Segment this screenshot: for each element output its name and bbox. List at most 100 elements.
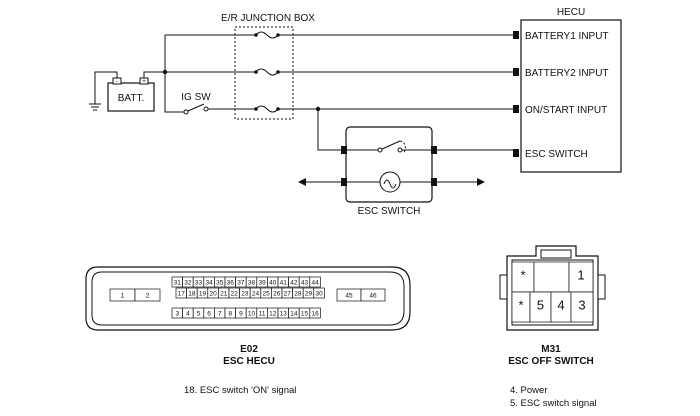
pin-label: 19 bbox=[199, 290, 207, 297]
pin-cell: 3 bbox=[570, 291, 594, 323]
pin-cell: 3 bbox=[171, 307, 183, 319]
arrow-right-icon bbox=[477, 178, 485, 186]
pin-label: 45 bbox=[345, 292, 353, 299]
hecu-box bbox=[520, 19, 622, 173]
m31-code: M31 bbox=[541, 344, 561, 355]
pin-label: 12 bbox=[269, 310, 277, 317]
pin-cell: 19 bbox=[196, 287, 209, 299]
pin-label: 15 bbox=[301, 310, 309, 317]
pin-label: 8 bbox=[228, 310, 232, 317]
pin-label: 1 bbox=[577, 267, 584, 282]
pin-label: 18 bbox=[188, 290, 196, 297]
svg-text:-: - bbox=[116, 79, 118, 85]
pin-cell: 44 bbox=[309, 276, 321, 288]
pin-label: 3 bbox=[175, 310, 179, 317]
pin-label: 23 bbox=[241, 290, 249, 297]
pin-cell: 33 bbox=[192, 276, 205, 288]
pin-cell: 5 bbox=[529, 291, 552, 323]
junction-box bbox=[234, 26, 294, 120]
pin-label: 44 bbox=[311, 279, 319, 286]
pin-cell: 39 bbox=[256, 276, 268, 288]
pin-cell: 1 bbox=[568, 261, 594, 293]
pin-cell: 37 bbox=[235, 276, 247, 288]
pin-cell: 35 bbox=[214, 276, 226, 288]
pin-cell: 28 bbox=[292, 287, 304, 299]
pin-cell: 43 bbox=[298, 276, 311, 288]
pin-label: 36 bbox=[227, 279, 235, 286]
pin-cell: 29 bbox=[302, 287, 315, 299]
pin-label: 26 bbox=[273, 290, 281, 297]
pin-cell: 8 bbox=[224, 307, 236, 319]
pin-label: 10 bbox=[248, 310, 256, 317]
m31-note-signal: 5. ESC switch signal bbox=[510, 398, 597, 409]
hecu-input-on-start: ON/START INPUT bbox=[525, 105, 607, 116]
pin-cell: 32 bbox=[182, 276, 194, 288]
pin-cell: 31 bbox=[171, 276, 183, 288]
pin-cell: 17 bbox=[175, 287, 187, 299]
pin-label: 4 bbox=[557, 297, 564, 312]
esc-switch-box bbox=[345, 126, 433, 203]
pin-cell: 6 bbox=[203, 307, 215, 319]
pin-cell: 11 bbox=[256, 307, 268, 319]
pin-label: 9 bbox=[239, 310, 243, 317]
pin-label: 7 bbox=[218, 310, 222, 317]
pin-cell: 1 bbox=[109, 288, 136, 302]
pin-cell: 25 bbox=[260, 287, 272, 299]
indicator-lamp-icon bbox=[379, 171, 401, 193]
pin-label: 21 bbox=[220, 290, 228, 297]
pin-label: 43 bbox=[301, 279, 309, 286]
esc-switch-label: ESC SWITCH bbox=[358, 206, 421, 217]
pin-label: 17 bbox=[178, 290, 186, 297]
m31-note-power: 4. Power bbox=[510, 385, 548, 396]
pin-cell: 40 bbox=[267, 276, 279, 288]
pin-label: 33 bbox=[195, 279, 203, 286]
pin-cell bbox=[533, 261, 570, 293]
battery-label: BATT. bbox=[118, 93, 144, 104]
e02-code: E02 bbox=[240, 344, 258, 355]
pin-cell: 12 bbox=[267, 307, 279, 319]
pin-label: * bbox=[520, 267, 525, 282]
pin-label: 38 bbox=[248, 279, 256, 286]
pin-label: 14 bbox=[290, 310, 298, 317]
pin-label: 6 bbox=[207, 310, 211, 317]
pin-label: * bbox=[518, 297, 523, 312]
pin-label: 46 bbox=[369, 292, 377, 299]
pin-label: 42 bbox=[290, 279, 298, 286]
pin-cell: 22 bbox=[228, 287, 240, 299]
pin-cell: * bbox=[511, 291, 531, 323]
pin-cell: 10 bbox=[245, 307, 258, 319]
pin-label: 29 bbox=[305, 290, 313, 297]
svg-text:+: + bbox=[142, 79, 146, 85]
pin-cell: 30 bbox=[313, 287, 325, 299]
junction-box-label: E/R JUNCTION BOX bbox=[221, 13, 315, 24]
pin-cell: 13 bbox=[277, 307, 289, 319]
ig-switch-icon bbox=[183, 103, 209, 115]
pin-cell: 16 bbox=[309, 307, 321, 319]
e02-name: ESC HECU bbox=[223, 356, 275, 367]
pin-label: 35 bbox=[216, 279, 224, 286]
pin-label: 20 bbox=[209, 290, 217, 297]
pin-label: 4 bbox=[186, 310, 190, 317]
pin-cell: 7 bbox=[214, 307, 226, 319]
pin-label: 30 bbox=[315, 290, 323, 297]
hecu-input-battery2: BATTERY2 INPUT bbox=[525, 68, 609, 79]
pin-label: 11 bbox=[259, 310, 266, 317]
pin-label: 16 bbox=[311, 310, 319, 317]
pin-cell: 9 bbox=[235, 307, 247, 319]
pin-cell: 4 bbox=[550, 291, 572, 323]
pin-label: 1 bbox=[121, 292, 125, 299]
pin-cell: 4 bbox=[182, 307, 194, 319]
pin-cell: 2 bbox=[134, 288, 161, 302]
pin-label: 27 bbox=[284, 290, 292, 297]
pin-cell: 15 bbox=[298, 307, 311, 319]
pin-label: 37 bbox=[237, 279, 245, 286]
pin-label: 41 bbox=[280, 279, 288, 286]
pin-cell: 24 bbox=[249, 287, 262, 299]
pin-label: 39 bbox=[258, 279, 266, 286]
pin-cell: 41 bbox=[277, 276, 289, 288]
pin-cell: * bbox=[511, 261, 535, 293]
pin-cell: 26 bbox=[271, 287, 283, 299]
